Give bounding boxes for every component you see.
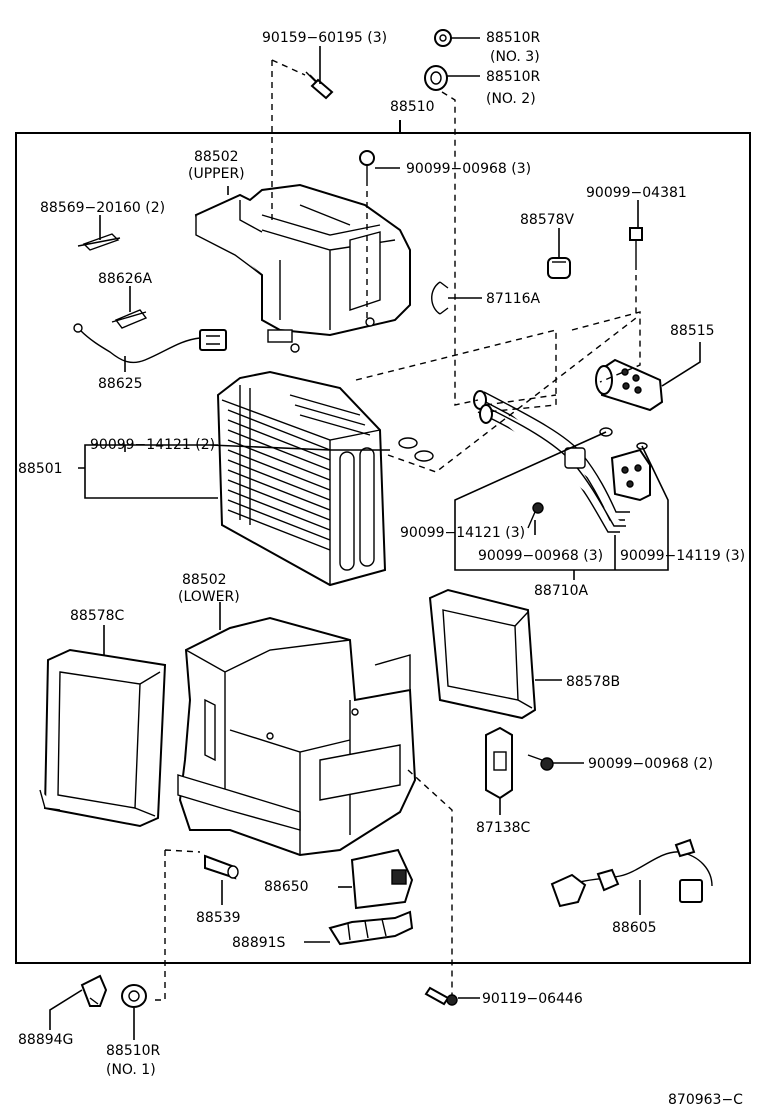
label-case-upper-note: (UPPER): [188, 166, 245, 182]
grommet-no3-part[interactable]: [434, 29, 452, 47]
packing-b-part[interactable]: [428, 588, 537, 720]
leader-lines: [49, 37, 701, 1040]
label-amplifier: 88650: [264, 879, 309, 895]
label-thermistor: 87138C: [476, 820, 531, 836]
upper-case-part[interactable]: [194, 183, 411, 353]
drain-hose-part[interactable]: [80, 974, 108, 1007]
label-tube-assy: 88710A: [534, 583, 589, 599]
evaporator-o-rings: [398, 437, 434, 462]
clip-a-part[interactable]: [77, 233, 121, 251]
grommet-no2-part[interactable]: [424, 65, 448, 91]
label-drain-hose: 88894G: [18, 1032, 73, 1048]
clamp-part[interactable]: [431, 281, 449, 315]
label-screw-lower: 90099−00968 (2): [588, 756, 713, 772]
plug-part[interactable]: [204, 854, 239, 880]
label-case-upper: 88502: [194, 149, 239, 165]
label-bolt-bottom: 90119−06446: [482, 991, 583, 1007]
thermistor-part[interactable]: [485, 726, 513, 800]
expansion-valve-part[interactable]: [595, 358, 664, 412]
label-case-lower-note: (LOWER): [178, 589, 240, 605]
label-clip-b: 88626A: [98, 271, 153, 287]
label-oring-tube-a: 90099−14121 (3): [400, 525, 525, 541]
lower-case-part[interactable]: [177, 616, 417, 857]
label-packing-v: 88578V: [520, 212, 575, 228]
label-case-lower: 88502: [182, 572, 227, 588]
evaporator-part[interactable]: [216, 370, 387, 587]
clip-b-part[interactable]: [111, 309, 148, 329]
bracket-part[interactable]: [328, 910, 414, 946]
label-grommet-no3: 88510R: [486, 30, 541, 46]
label-harness-small: 88625: [98, 376, 143, 392]
label-packing-c: 88578C: [70, 608, 125, 624]
dashed-guides: [150, 59, 641, 1001]
bolt-top-part[interactable]: [305, 71, 334, 100]
label-bolt-top: 90159−60195 (3): [262, 30, 387, 46]
label-plug: 88539: [196, 910, 241, 926]
label-packing-b: 88578B: [566, 674, 620, 690]
bolt-right-part[interactable]: [629, 227, 643, 270]
label-oring-evap: 90099−14121 (2): [90, 437, 215, 453]
drawing-number: 870963−C: [668, 1092, 743, 1108]
callout-labels: 88510 90159−60195 (3) 88510R (NO. 3) 885…: [18, 30, 745, 1108]
packing-c-part[interactable]: [39, 648, 167, 828]
label-clamp: 87116A: [486, 291, 541, 307]
label-evaporator: 88501: [18, 461, 63, 477]
amplifier-part[interactable]: [350, 848, 414, 910]
grommet-no1-part[interactable]: [121, 984, 147, 1008]
label-grommet-no1: 88510R: [106, 1043, 161, 1059]
label-grommet-no3-note: (NO. 3): [490, 49, 540, 65]
label-grommet-no1-note: (NO. 1): [106, 1062, 156, 1078]
tube-assembly-part[interactable]: [473, 390, 651, 533]
small-harness-part[interactable]: [73, 323, 227, 364]
label-clip-a: 88569−20160 (2): [40, 200, 165, 216]
screw-lower-part[interactable]: [527, 754, 554, 771]
label-oring-tube-b: 90099−14119 (3): [620, 548, 745, 564]
bolt-bottom-part[interactable]: [424, 986, 458, 1006]
label-grommet-no2: 88510R: [486, 69, 541, 85]
label-valve: 88515: [670, 323, 715, 339]
assembly-label: 88510: [390, 99, 435, 115]
label-bolt-right: 90099−04381: [586, 185, 687, 201]
large-harness-part[interactable]: [550, 838, 713, 908]
label-grommet-no2-note: (NO. 2): [486, 91, 536, 107]
label-screw-upper: 90099−00968 (3): [406, 161, 531, 177]
screw-tube-part[interactable]: [527, 502, 544, 529]
assembly-frame: [15, 120, 751, 964]
label-bracket: 88891S: [232, 935, 286, 951]
label-harness-large: 88605: [612, 920, 657, 936]
screw-upper-part[interactable]: [359, 150, 375, 180]
packing-v-part[interactable]: [547, 257, 571, 279]
label-screw-tube: 90099−00968 (3): [478, 548, 603, 564]
